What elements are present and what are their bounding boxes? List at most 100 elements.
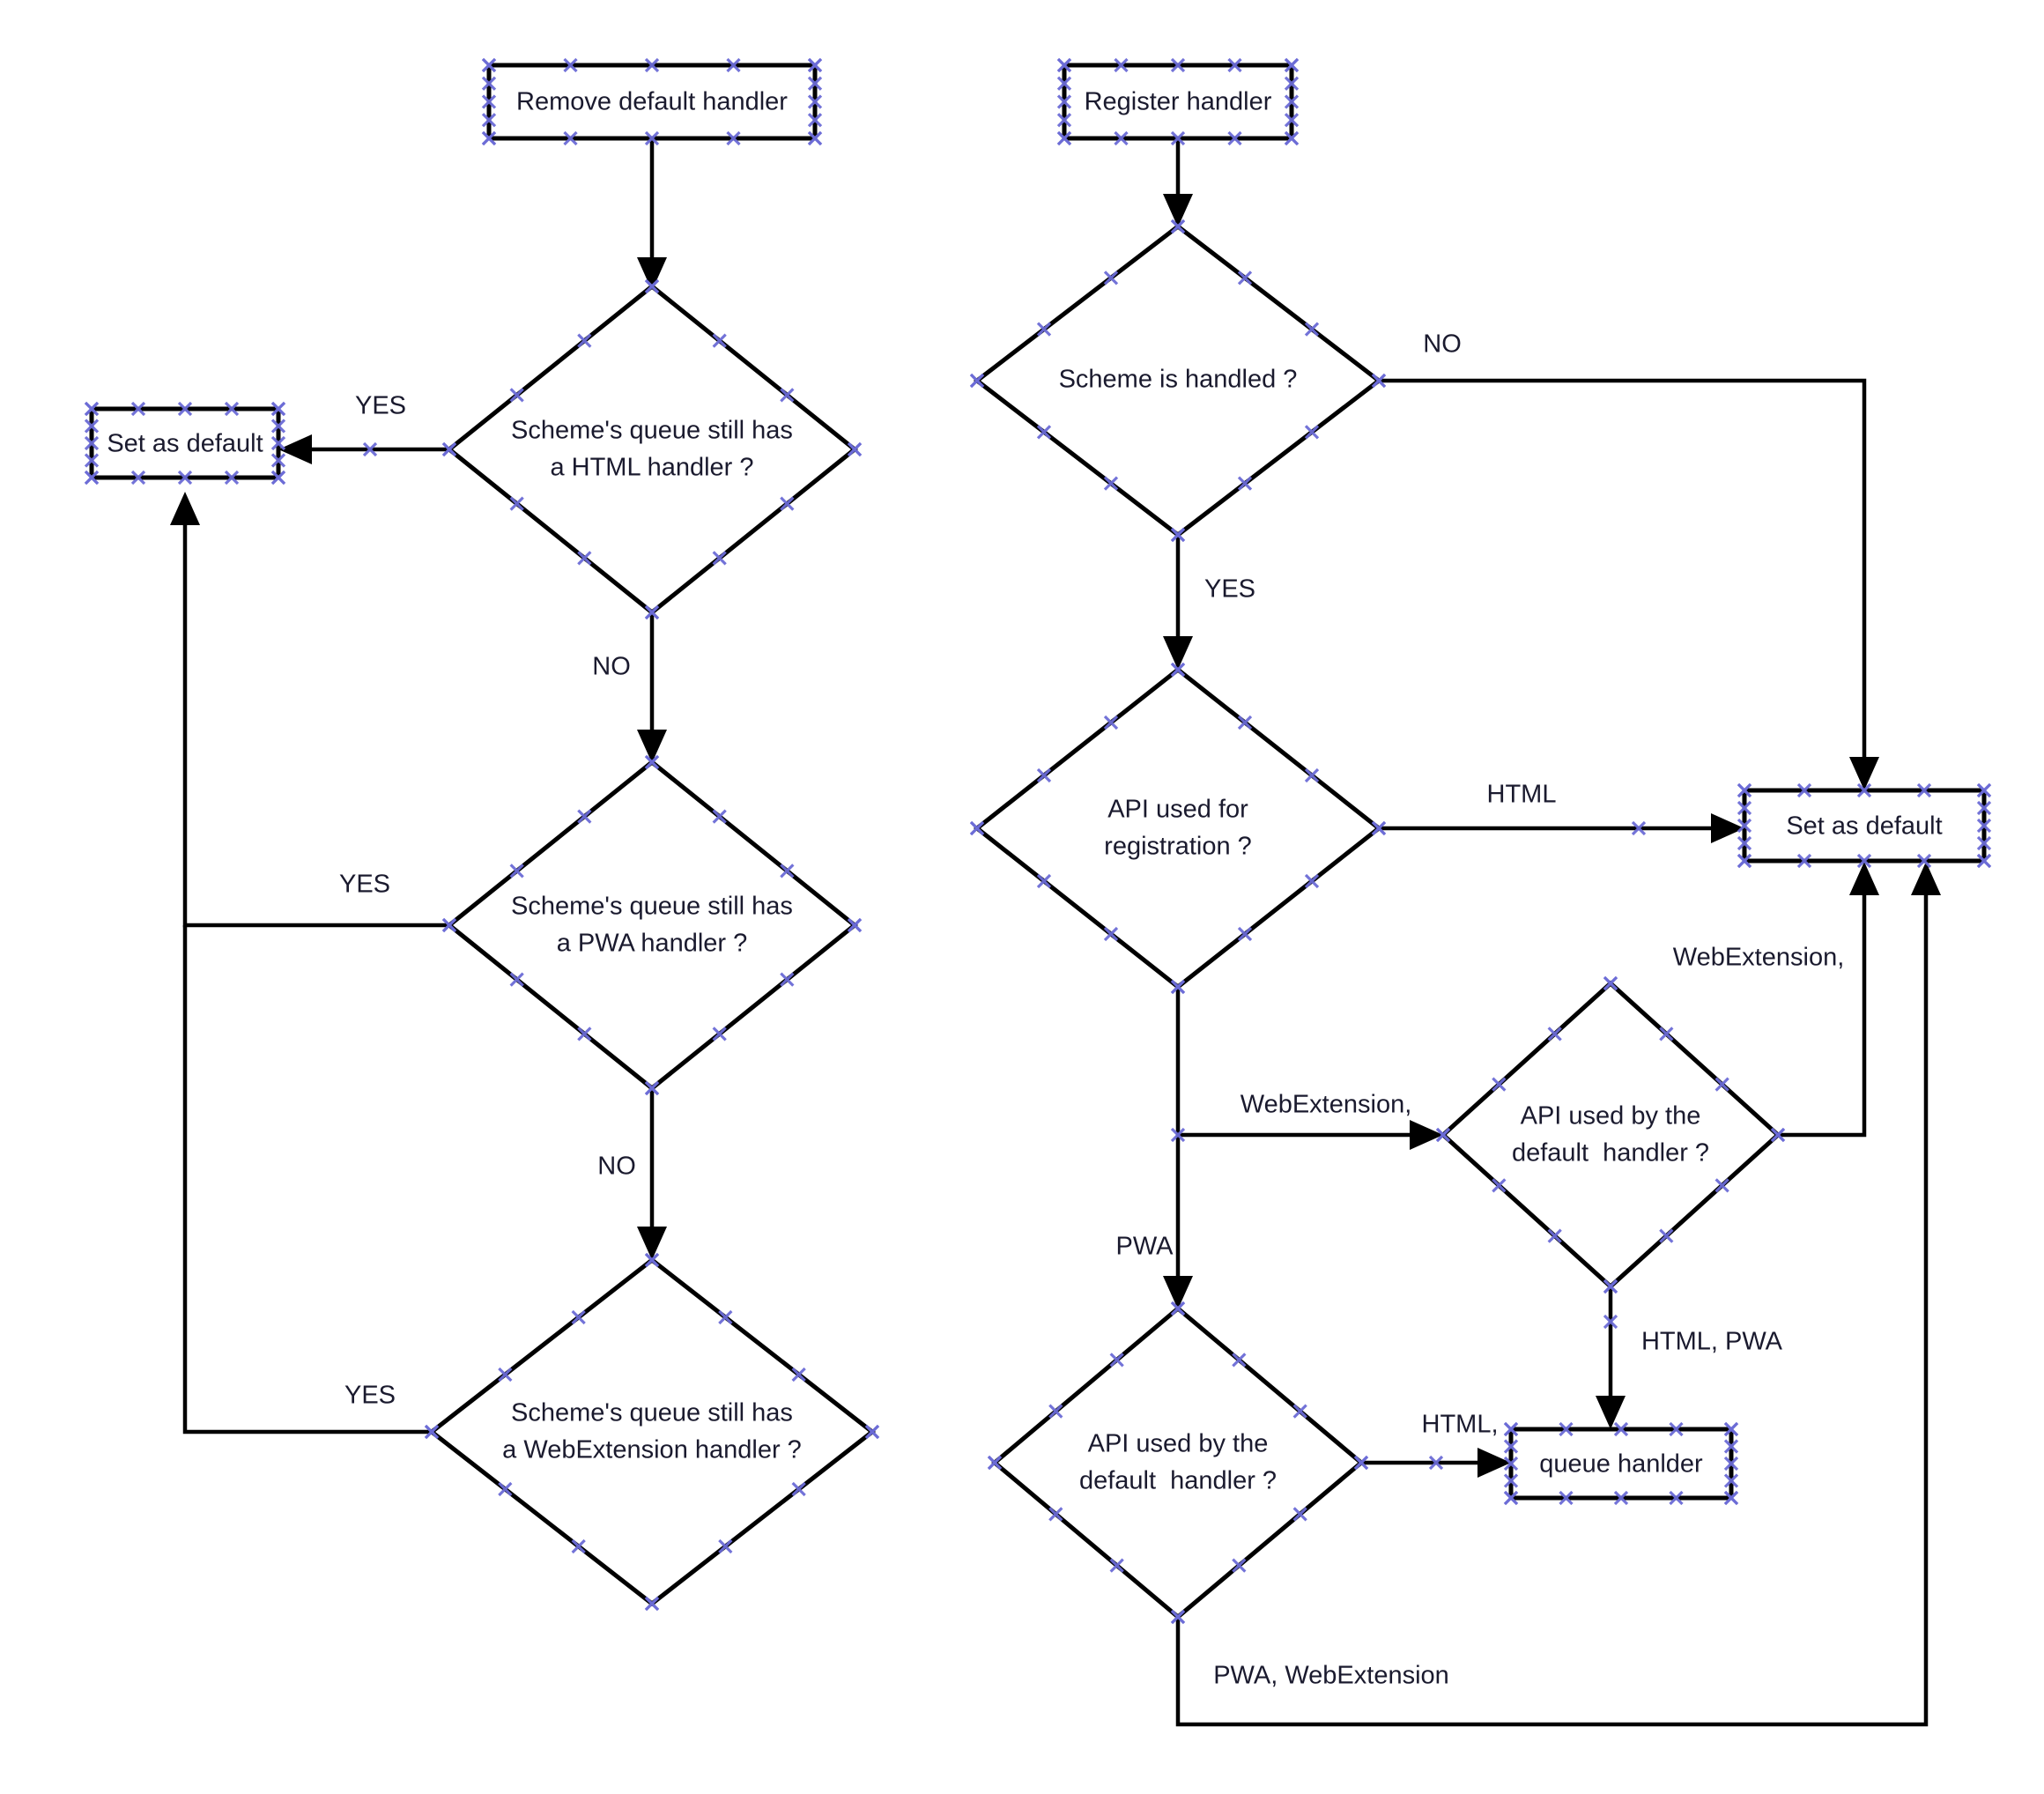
connector-handle-icon[interactable]: [1036, 322, 1052, 337]
connector-handle-icon[interactable]: [1304, 322, 1320, 337]
node-set-as-default-right[interactable]: Set as default: [1742, 788, 1987, 864]
connector-handle-icon[interactable]: [1170, 219, 1186, 234]
connector-handle-icon[interactable]: [1170, 1609, 1186, 1625]
connector-handle-icon[interactable]: [1714, 1178, 1729, 1193]
connector-handle-icon[interactable]: [1976, 818, 1992, 834]
connector-handle-icon[interactable]: [1603, 975, 1618, 991]
connector-handle-icon[interactable]: [130, 401, 146, 417]
connector-handle-icon[interactable]: [84, 470, 100, 486]
connector-handle-icon[interactable]: [498, 1481, 513, 1497]
connector-handle-icon[interactable]: [780, 496, 795, 511]
connector-handle-icon[interactable]: [1737, 818, 1752, 834]
connector-handle-icon[interactable]: [1796, 782, 1812, 798]
connector-handle-icon[interactable]: [1669, 1490, 1684, 1506]
connector-handle-icon[interactable]: [644, 754, 660, 770]
node-queue-has-pwa-handler[interactable]: Scheme's queue still has a PWA handler ?: [446, 759, 858, 1092]
connector-handle-icon[interactable]: [1503, 1490, 1519, 1506]
connector-handle-icon[interactable]: [780, 972, 795, 987]
connector-handle-icon[interactable]: [1976, 800, 1992, 816]
connector-handle-icon[interactable]: [84, 453, 100, 468]
connector-handle-icon[interactable]: [1237, 926, 1253, 942]
connector-handle-icon[interactable]: [1103, 476, 1119, 491]
connector-handle-icon[interactable]: [270, 401, 286, 417]
connector-handle-icon[interactable]: [1109, 1353, 1124, 1368]
connector-handle-icon[interactable]: [270, 453, 286, 468]
connector-handle-icon[interactable]: [969, 820, 985, 836]
connector-handle-icon[interactable]: [577, 809, 592, 824]
connector-handle-icon[interactable]: [1353, 1455, 1369, 1471]
connector-handle-icon[interactable]: [1103, 715, 1119, 730]
connector-handle-icon[interactable]: [1056, 130, 1072, 146]
connector-handle-icon[interactable]: [509, 972, 524, 987]
connector-handle-icon[interactable]: [1547, 1027, 1562, 1042]
connector-handle-icon[interactable]: [1492, 1077, 1507, 1092]
connector-handle-icon[interactable]: [577, 1027, 592, 1042]
connector-handle-icon[interactable]: [481, 76, 497, 91]
connector-handle-icon[interactable]: [1723, 1456, 1739, 1472]
connector-handle-icon[interactable]: [644, 1080, 660, 1096]
connector-handle-icon[interactable]: [1056, 76, 1072, 91]
connector-handle-icon[interactable]: [1559, 1490, 1574, 1506]
connector-handle-icon[interactable]: [780, 864, 795, 878]
connector-handle-icon[interactable]: [577, 333, 592, 348]
connector-handle-icon[interactable]: [718, 1309, 733, 1325]
connector-handle-icon[interactable]: [1114, 130, 1129, 146]
connector-handle-icon[interactable]: [712, 551, 727, 566]
connector-handle-icon[interactable]: [1428, 1455, 1444, 1471]
connector-handle-icon[interactable]: [1856, 853, 1872, 869]
connector-handle-icon[interactable]: [1232, 1558, 1247, 1573]
connector-handle-icon[interactable]: [224, 401, 240, 417]
connector-handle-icon[interactable]: [1170, 979, 1186, 995]
connector-handle-icon[interactable]: [509, 496, 524, 511]
connector-handle-icon[interactable]: [807, 130, 823, 146]
connector-handle-icon[interactable]: [1503, 1473, 1519, 1488]
connector-handle-icon[interactable]: [1659, 1228, 1674, 1243]
connector-handle-icon[interactable]: [1503, 1421, 1519, 1437]
connector-handle-icon[interactable]: [969, 373, 985, 389]
connector-handle-icon[interactable]: [362, 441, 378, 457]
connector-handle-icon[interactable]: [1284, 130, 1300, 146]
connector-handle-icon[interactable]: [441, 917, 457, 933]
connector-handle-icon[interactable]: [1170, 130, 1186, 146]
connector-handle-icon[interactable]: [1547, 1228, 1562, 1243]
connector-handle-icon[interactable]: [224, 470, 240, 486]
connector-handle-icon[interactable]: [1056, 94, 1072, 109]
connector-handle-icon[interactable]: [1227, 130, 1242, 146]
connector-handle-icon[interactable]: [130, 470, 146, 486]
connector-handle-icon[interactable]: [1603, 1279, 1618, 1294]
connector-handle-icon[interactable]: [1304, 873, 1320, 889]
connector-handle-icon[interactable]: [1659, 1027, 1674, 1042]
connector-handle-icon[interactable]: [1737, 800, 1752, 816]
connector-handle-icon[interactable]: [791, 1481, 806, 1497]
connector-handle-icon[interactable]: [563, 130, 578, 146]
connector-handle-icon[interactable]: [1237, 271, 1253, 285]
connector-handle-icon[interactable]: [84, 419, 100, 434]
connector-handle-icon[interactable]: [712, 1027, 727, 1042]
connector-handle-icon[interactable]: [177, 401, 193, 417]
connector-handle-icon[interactable]: [1237, 715, 1253, 730]
node-register-handler[interactable]: Register handler: [1062, 63, 1294, 141]
connector-handle-icon[interactable]: [441, 441, 457, 457]
connector-handle-icon[interactable]: [1292, 1507, 1307, 1522]
connector-handle-icon[interactable]: [1613, 1421, 1629, 1437]
connector-handle-icon[interactable]: [1371, 373, 1387, 389]
connector-handle-icon[interactable]: [1048, 1507, 1063, 1522]
connector-handle-icon[interactable]: [726, 130, 741, 146]
connector-handle-icon[interactable]: [1056, 113, 1072, 128]
connector-handle-icon[interactable]: [563, 57, 578, 73]
connector-handle-icon[interactable]: [424, 1424, 440, 1440]
connector-handle-icon[interactable]: [644, 1596, 660, 1612]
connector-handle-icon[interactable]: [1916, 782, 1932, 798]
connector-handle-icon[interactable]: [1916, 853, 1932, 869]
connector-handle-icon[interactable]: [1603, 1314, 1618, 1330]
connector-handle-icon[interactable]: [1304, 425, 1320, 440]
connector-handle-icon[interactable]: [571, 1538, 586, 1554]
connector-handle-icon[interactable]: [1284, 94, 1300, 109]
connector-handle-icon[interactable]: [1170, 527, 1186, 543]
connector-handle-icon[interactable]: [481, 94, 497, 109]
connector-handle-icon[interactable]: [270, 435, 286, 451]
connector-handle-icon[interactable]: [509, 388, 524, 403]
connector-handle-icon[interactable]: [1232, 1353, 1247, 1368]
connector-handle-icon[interactable]: [1435, 1127, 1451, 1143]
connector-handle-icon[interactable]: [847, 917, 863, 933]
